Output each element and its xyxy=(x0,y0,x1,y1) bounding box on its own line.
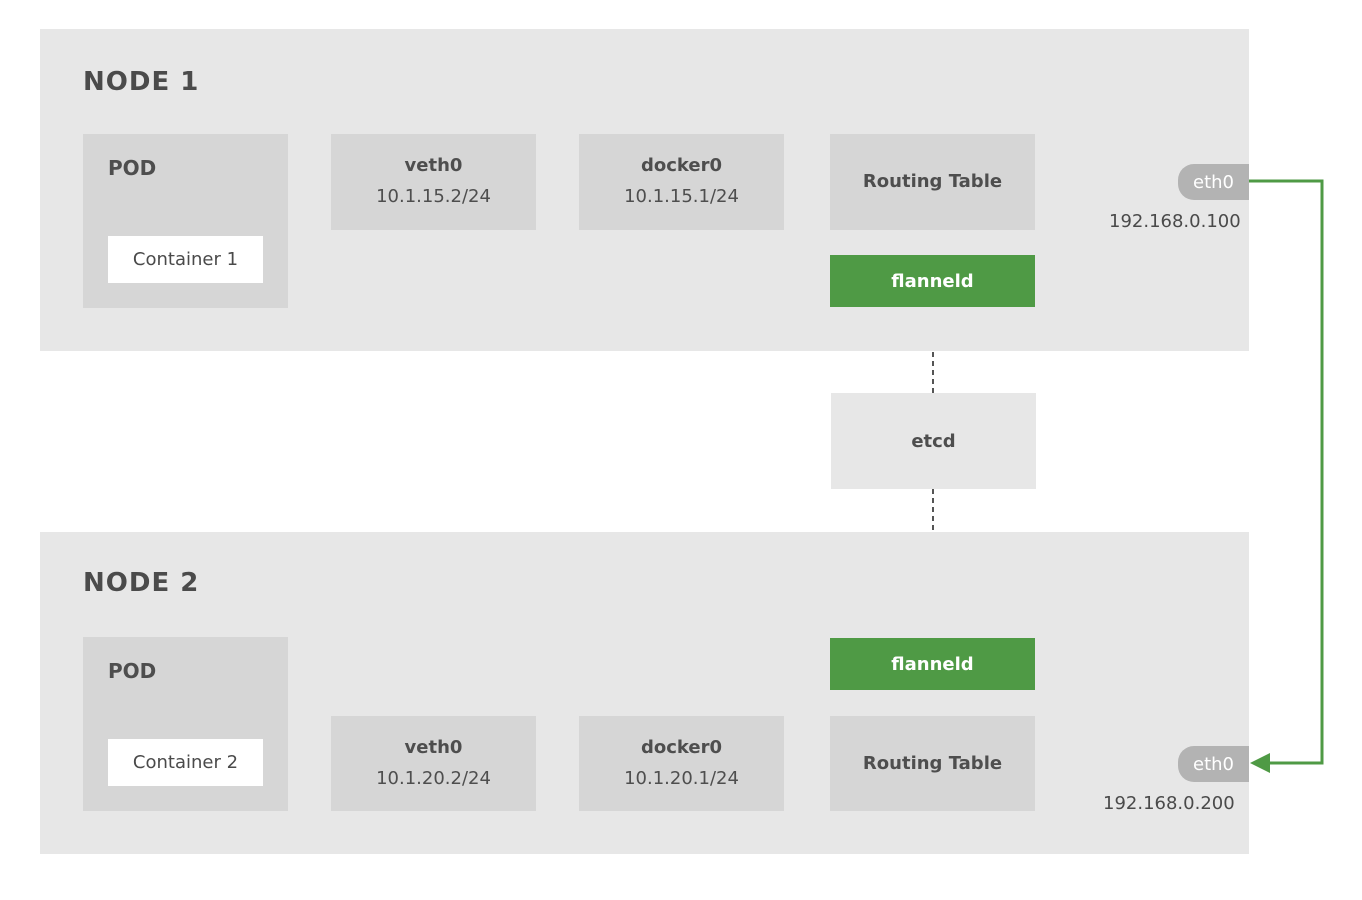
eth0-node-1: eth0 xyxy=(1178,164,1249,200)
docker-box-node-1: docker0 10.1.15.1/24 xyxy=(579,134,784,230)
flanneld-node-2: flanneld xyxy=(830,638,1035,690)
veth-box-node-1: veth0 10.1.15.2/24 xyxy=(331,134,536,230)
veth-ip: 10.1.15.2/24 xyxy=(376,186,491,207)
routing-table-label: Routing Table xyxy=(862,752,1003,774)
pod-label: POD xyxy=(108,659,157,683)
node-title: NODE 2 xyxy=(83,568,200,598)
docker-ip: 10.1.15.1/24 xyxy=(624,186,739,207)
etcd-box: etcd xyxy=(831,393,1036,489)
flanneld-node-1: flanneld xyxy=(830,255,1035,307)
pod-2: POD Container 2 xyxy=(83,637,288,811)
veth-ip: 10.1.20.2/24 xyxy=(376,767,491,789)
docker-ip: 10.1.20.1/24 xyxy=(624,767,739,789)
external-ip-node-1: 192.168.0.100 xyxy=(1109,211,1241,232)
routing-table-label: Routing Table xyxy=(862,171,1003,192)
container-1: Container 1 xyxy=(108,236,263,283)
node-title: NODE 1 xyxy=(83,67,200,97)
docker-name: docker0 xyxy=(640,155,723,176)
docker-box-node-2: docker0 10.1.20.1/24 xyxy=(579,716,784,811)
veth-name: veth0 xyxy=(404,736,463,758)
docker-name: docker0 xyxy=(640,736,723,758)
eth0-node-2: eth0 xyxy=(1178,746,1249,782)
arrowhead-eth2 xyxy=(1250,753,1270,773)
container-2: Container 2 xyxy=(108,739,263,786)
veth-name: veth0 xyxy=(404,155,463,176)
external-ip-node-2: 192.168.0.200 xyxy=(1103,793,1235,814)
routing-table-node-2: Routing Table xyxy=(830,716,1035,811)
pod-label: POD xyxy=(108,156,157,180)
pod-1: POD Container 1 xyxy=(83,134,288,308)
veth-box-node-2: veth0 10.1.20.2/24 xyxy=(331,716,536,811)
link-eth1-eth2 xyxy=(1248,179,1324,765)
routing-table-node-1: Routing Table xyxy=(830,134,1035,230)
